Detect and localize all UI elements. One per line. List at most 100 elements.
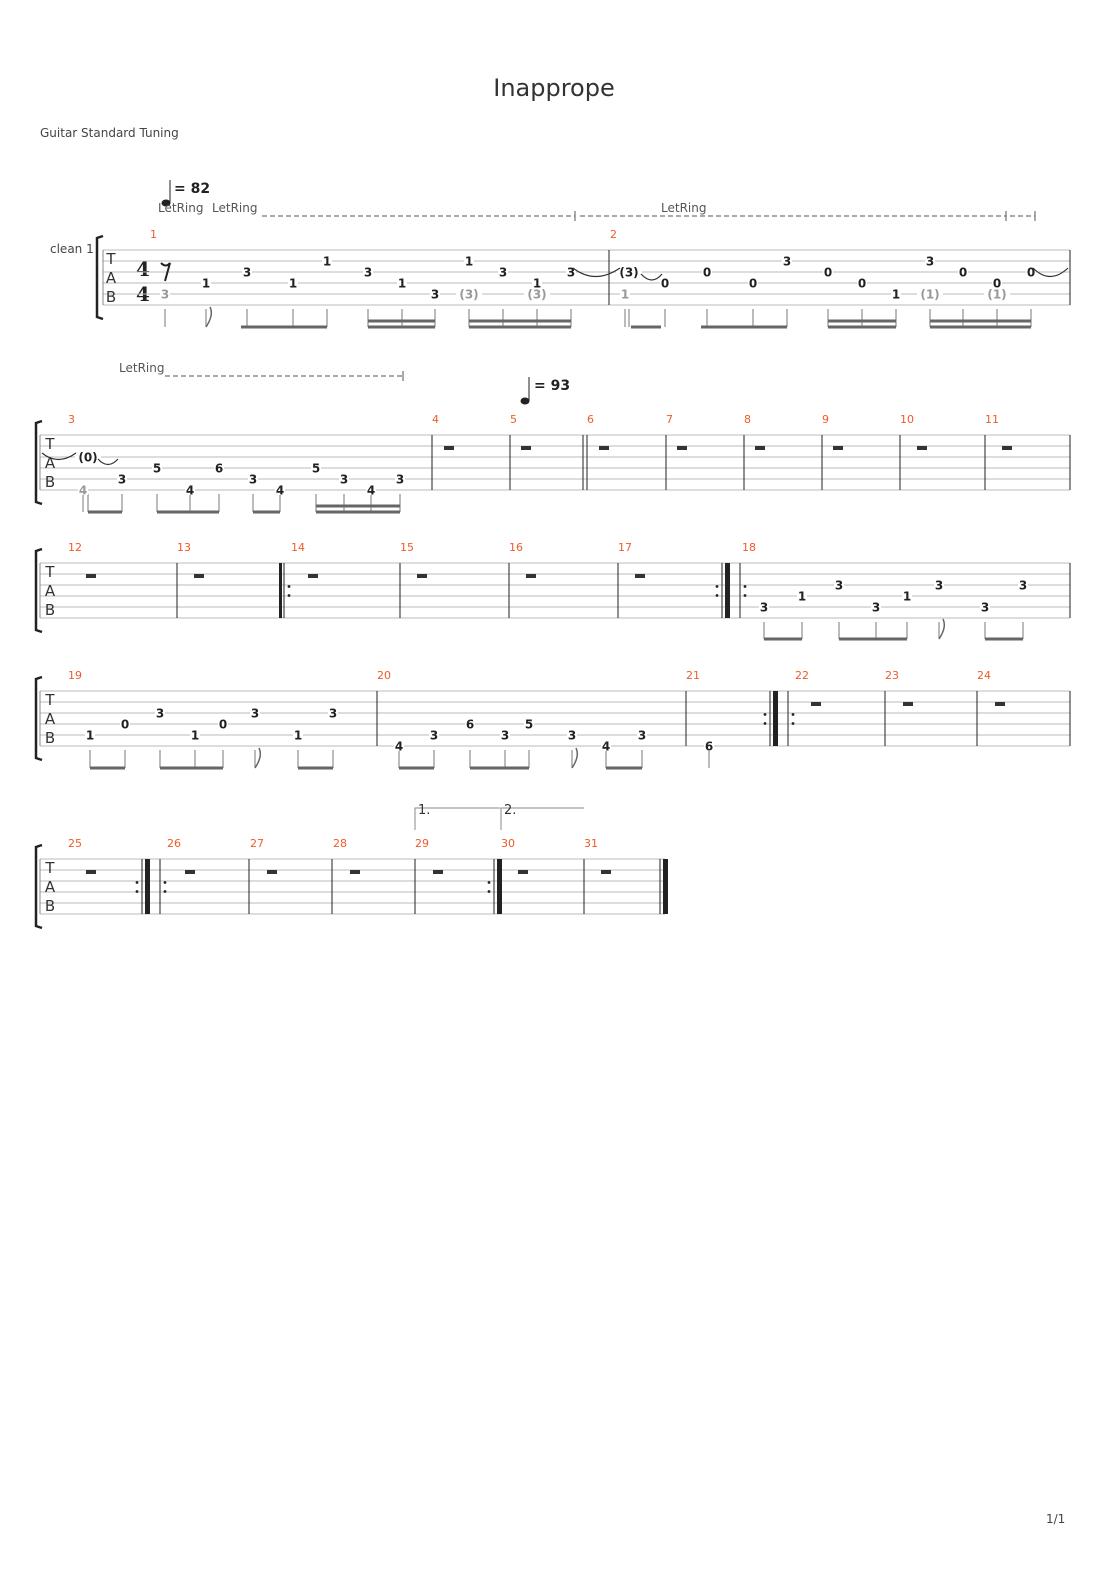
fret-number: 0 [219,718,227,732]
system-bracket [34,547,43,634]
whole-rest-icon [86,574,96,578]
fret-number: (0) [78,451,97,465]
tab-clef-letter: B [106,288,116,306]
fret-background [500,729,510,740]
measure-number: 11 [985,413,999,426]
note-flag-icon [571,747,579,769]
repeat-end-thick [145,859,150,914]
tab-clef-letter: B [45,897,55,915]
fret-number: 3 [243,266,251,280]
fret-number: (3) [459,288,478,302]
tie-arc [1032,267,1069,278]
fret-number: 3 [638,729,646,743]
measure-number: 27 [250,837,264,850]
fret-background [524,718,534,729]
fret-background [248,473,258,484]
fret-background [328,707,338,718]
whole-rest-icon [677,446,687,450]
fret-background [185,484,195,495]
whole-rest-icon [903,702,913,706]
system-bracket [95,234,104,321]
measure-number: 31 [584,837,598,850]
fret-background [823,266,833,277]
fret-number: 6 [705,740,713,754]
fret-number: 3 [926,255,934,269]
repeat-end-thick [663,859,668,914]
whole-rest-icon [995,702,1005,706]
whole-rest-icon [1002,446,1012,450]
repeat-start-thick [279,563,282,618]
fret-number: (3) [527,288,546,302]
svg-text:= 93: = 93 [534,378,570,394]
fret-number: 1 [533,277,541,291]
fret-number: 3 [760,601,768,615]
fret-number: 0 [824,266,832,280]
measure-number: 5 [510,413,517,426]
fret-background [917,288,943,299]
tab-clef-letter: B [45,729,55,747]
repeat-dot [715,585,719,588]
fret-number: 4 [395,740,403,754]
fret-background [366,484,376,495]
fret-background [120,718,130,729]
fret-background [456,288,482,299]
fret-background [797,590,807,601]
fret-background [311,462,321,473]
tab-clef-letter: T [44,563,55,581]
fret-background [214,462,224,473]
fret-number: 0 [1027,266,1035,280]
fret-background [834,579,844,590]
measure-number: 20 [377,669,391,682]
fret-number: 3 [430,729,438,743]
repeat-dot [715,594,719,597]
repeat-dot [135,881,139,884]
whole-rest-icon [433,870,443,874]
fret-background [288,277,298,288]
fret-background [704,740,714,751]
fret-number: 0 [858,277,866,291]
fret-background [152,462,162,473]
note-flag-icon [205,306,213,328]
fret-background [394,740,404,751]
fret-number: 1 [202,277,210,291]
fret-background [293,729,303,740]
whole-rest-icon [521,446,531,450]
fret-background [322,255,332,266]
fret-background [465,718,475,729]
fret-number: 3 [501,729,509,743]
fret-background [660,277,670,288]
quarter-note-icon [161,199,171,207]
fret-background [429,729,439,740]
tab-clef-letter: A [45,454,56,472]
fret-number: 6 [215,462,223,476]
measure-number: 15 [400,541,414,554]
fret-number: 0 [749,277,757,291]
song-title: Inapprope [493,74,615,102]
fret-background [524,288,550,299]
fret-number: 3 [981,601,989,615]
quarter-note-icon [520,397,530,405]
repeat-end-thick [497,859,502,914]
whole-rest-icon [194,574,204,578]
fret-background [498,266,508,277]
measure-number: 30 [501,837,515,850]
tie-arc [572,267,621,278]
fret-number: 4 [367,484,375,498]
measure-number: 3 [68,413,75,426]
fret-background [891,288,901,299]
fret-number: 0 [661,277,669,291]
fret-background [871,601,881,612]
measure-number: 19 [68,669,82,682]
tab-clef-letter: B [45,601,55,619]
fret-number: (1) [920,288,939,302]
fret-number: 3 [567,266,575,280]
tempo-mark-1: = 82 [161,180,210,207]
measure-number: 13 [177,541,191,554]
fret-background [857,277,867,288]
whole-rest-icon [86,870,96,874]
fret-number: 6 [466,718,474,732]
fret-number: 3 [568,729,576,743]
fret-background [85,729,95,740]
